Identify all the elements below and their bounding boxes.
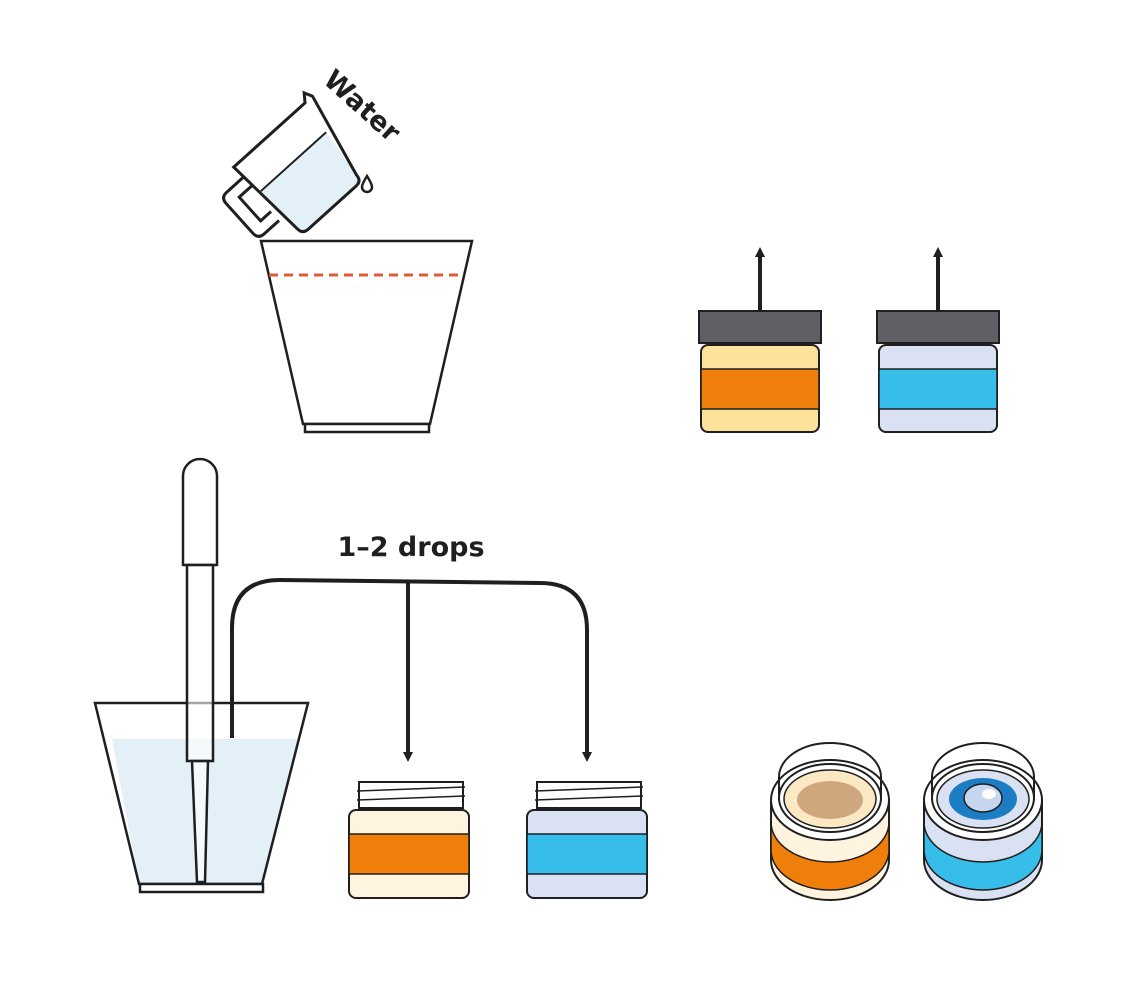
- pipette-icon: [181, 457, 219, 884]
- open-jar-blue-icon: [526, 781, 648, 899]
- water-label: Water: [317, 64, 406, 149]
- cup-with-fill-line-icon: [259, 239, 474, 434]
- open-jar-blue-top-view-icon: [923, 742, 1043, 901]
- open-jar-orange-icon: [348, 781, 470, 899]
- drops-label: 1–2 drops: [337, 532, 484, 563]
- open-jar-orange-top-view-icon: [770, 742, 890, 901]
- drop-distribution-arrows: [230, 577, 592, 762]
- pitcher-icon: [222, 90, 361, 238]
- water-drop-icon: [360, 173, 374, 194]
- closed-jar-orange-icon: [698, 310, 822, 433]
- closed-jar-blue-icon: [876, 310, 1000, 433]
